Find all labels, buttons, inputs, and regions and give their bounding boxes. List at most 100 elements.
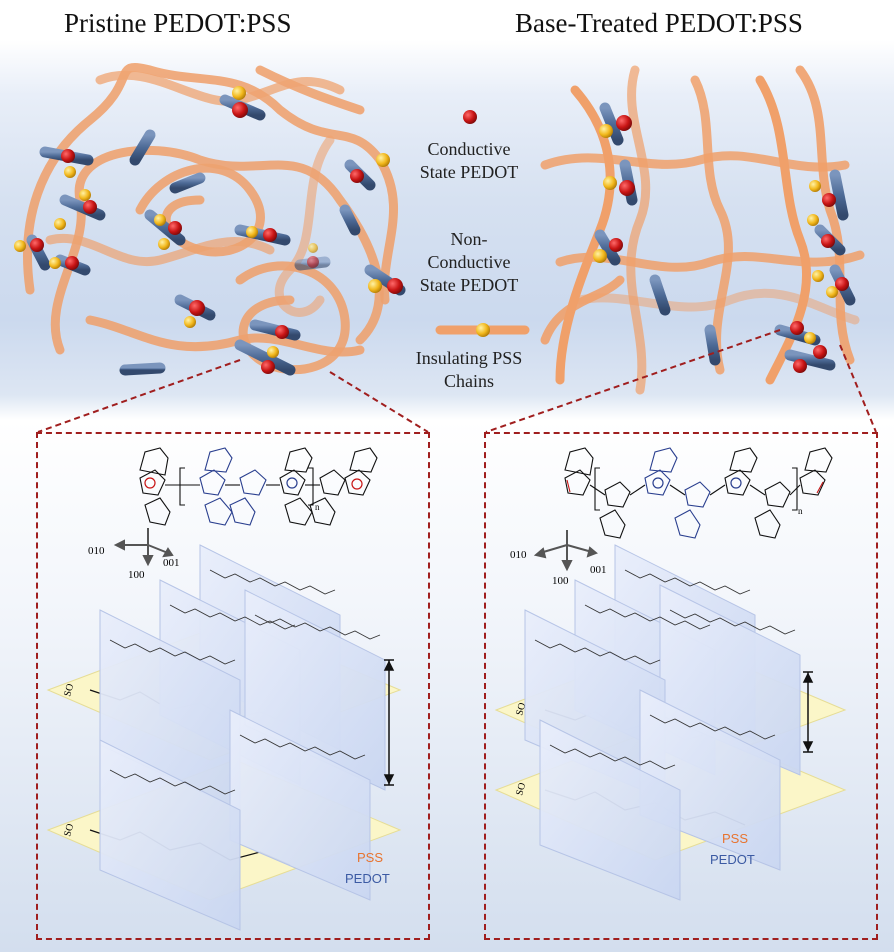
pedot-sheets: [99, 544, 386, 931]
dioxane-ring: [204, 497, 233, 526]
title-base-treated: Base-Treated PEDOT:PSS: [515, 8, 803, 38]
legend-line: Insulating PSS: [415, 348, 523, 368]
bracket-left: [594, 467, 600, 511]
positive-charge-icon: [387, 278, 403, 294]
zoom-connector-right-b: [839, 344, 877, 433]
negative-charge-icon: [308, 243, 318, 253]
repeat-unit-n: n: [798, 506, 803, 516]
dioxane-ring: [139, 447, 169, 476]
negative-charge-icon: [54, 218, 66, 230]
positive-charge-icon: [463, 110, 477, 124]
negative-charge-icon: [593, 249, 607, 263]
negative-charges: [593, 124, 838, 344]
so3-label: SO: [62, 823, 76, 838]
legend-line: Conductive: [427, 139, 511, 159]
negative-charge-icon: [246, 226, 258, 238]
bond: [669, 484, 686, 496]
positive-charges: [30, 102, 403, 374]
pedot-rod: [234, 339, 296, 376]
so3-label: SO: [62, 683, 76, 698]
pedot-rod: [829, 169, 849, 221]
thiophene-ring: [319, 469, 346, 496]
positive-charge-icon: [619, 180, 635, 196]
axis-label-100: 100: [128, 569, 145, 581]
positive-charge-icon: [30, 238, 44, 252]
thiophene-ring: [564, 469, 591, 496]
legend-line: State PEDOT: [419, 162, 519, 182]
positive-charge-icon: [835, 277, 849, 291]
positive-charge-icon: [652, 477, 664, 489]
sheet-molecules: [109, 569, 381, 795]
positive-charge-icon: [263, 228, 277, 242]
negative-charge-icon: [603, 176, 617, 190]
dioxane-ring: [204, 447, 233, 473]
legend-nonconductive-label: Non- Conductive State PEDOT: [384, 228, 554, 297]
bond: [789, 484, 801, 496]
pedot-rod: [119, 362, 166, 376]
positive-charge-icon: [286, 477, 298, 489]
title-pristine: Pristine PEDOT:PSS: [64, 8, 292, 38]
axis-001: [147, 544, 169, 554]
positive-charge-icon: [616, 115, 632, 131]
layer-label-pedot: PEDOT: [345, 871, 390, 886]
legend-conductive-label: Conductive State PEDOT: [384, 138, 554, 184]
pedot-rod: [339, 204, 361, 236]
dioxane-ring: [729, 447, 758, 473]
zoom-panel-pristine: [36, 432, 430, 940]
dioxane-ring: [229, 497, 256, 526]
zoom-connector-left-b: [329, 371, 429, 433]
repeat-unit-n: n: [315, 502, 320, 512]
double-bond-red: [816, 481, 824, 494]
thiophene-ring: [764, 481, 791, 508]
positive-charge-icon: [61, 149, 75, 163]
legend-pss-label: Insulating PSS Chains: [384, 347, 554, 393]
bond: [709, 484, 726, 496]
positive-charge-icon: [65, 256, 79, 270]
legend-icons: [434, 110, 530, 337]
pedot-molecule-base-treated: [564, 447, 833, 539]
molecule-trace: [649, 714, 776, 740]
positive-charge-icon: [350, 169, 364, 183]
negative-charge-icon: [599, 124, 613, 138]
thiophene-ring: [604, 481, 631, 508]
bracket-left: [179, 467, 185, 506]
bracket-right: [792, 467, 798, 511]
pss-chain-group: [23, 62, 398, 375]
pedot-rod: [599, 102, 624, 146]
dioxane-ring: [649, 447, 678, 473]
positive-charge-icon: [232, 102, 248, 118]
pss-chain: [540, 275, 625, 345]
positive-charge-icon: [168, 221, 182, 235]
legend-line: Non-: [450, 229, 488, 249]
positive-charge-icon: [307, 256, 319, 268]
pss-chain: [755, 75, 812, 385]
pedot-sheets: [524, 544, 801, 901]
dioxane-ring: [564, 447, 594, 476]
double-arrow-head-bottom: [802, 741, 814, 752]
axis-001-arrow: [586, 546, 598, 558]
molecule-trace: [109, 769, 236, 795]
zoom-connector-left-a: [37, 359, 241, 433]
negative-charges: [14, 86, 390, 358]
sheet-molecules: [534, 569, 796, 770]
positive-charge-icon: [793, 359, 807, 373]
thiophene-ring: [239, 469, 267, 496]
positive-charge-icon: [609, 238, 623, 252]
pedot-rod: [249, 319, 301, 341]
molecule-trace: [109, 639, 236, 665]
negative-charge-icon: [826, 286, 838, 298]
pedot-rod: [704, 324, 721, 366]
positive-charge-icon: [730, 477, 742, 489]
zoom-panel-base-treated: [484, 432, 878, 940]
molecule-trace: [534, 639, 661, 665]
bond: [629, 484, 646, 496]
pedot-rod: [649, 274, 671, 316]
axis-label-010: 010: [88, 545, 105, 557]
double-arrow-head-top: [802, 672, 814, 683]
axis-100-arrow: [142, 555, 154, 567]
positive-charge-icon: [144, 477, 156, 489]
pss-chain: [50, 145, 384, 355]
molecule-trace: [549, 744, 676, 770]
axis-label-001: 001: [590, 564, 607, 576]
pss-chain: [540, 151, 850, 172]
